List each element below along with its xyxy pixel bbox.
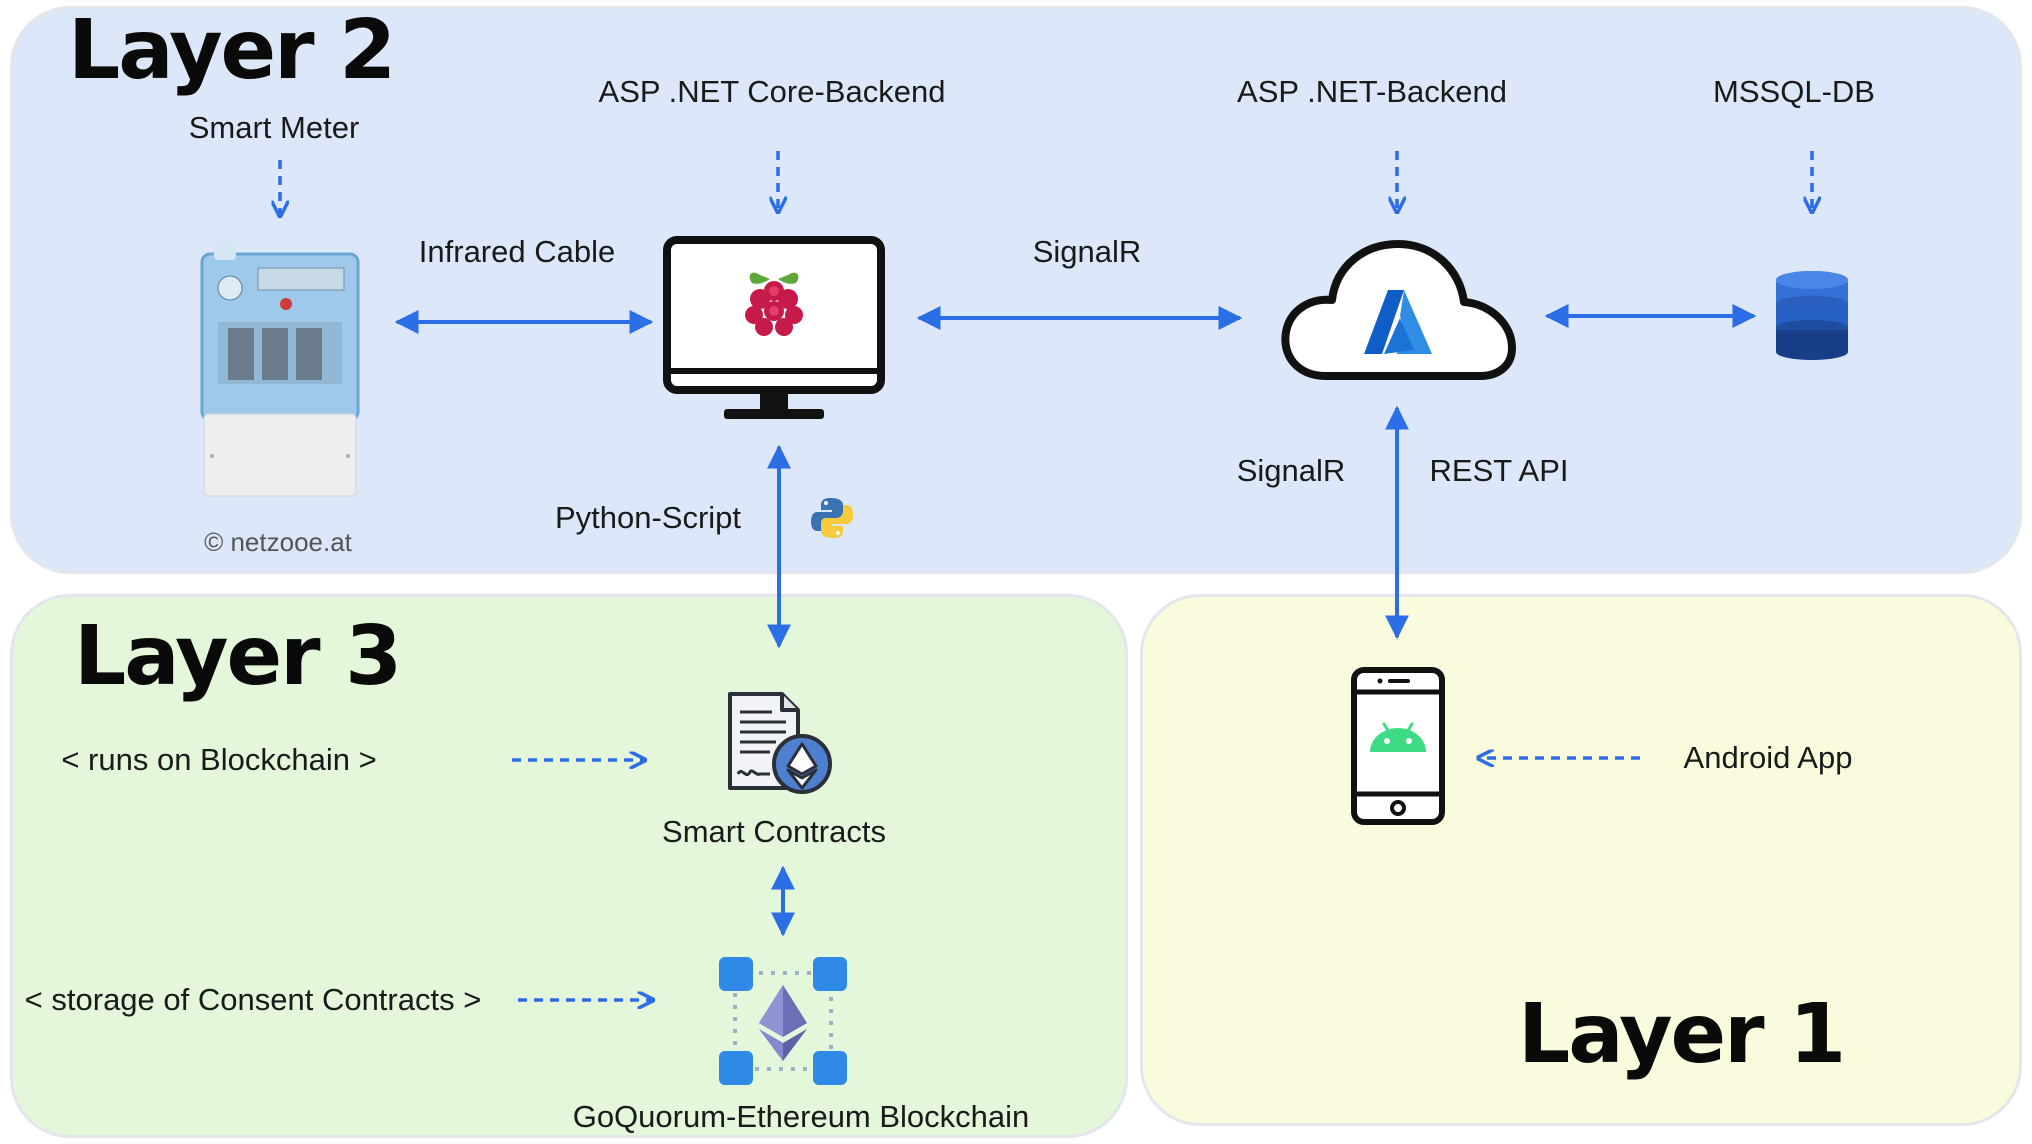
layer-2-title: Layer 2 <box>68 3 396 98</box>
smart-meter-label: Smart Meter <box>188 110 360 145</box>
layer-3-title: Layer 3 <box>74 609 402 704</box>
ethereum-blockchain-icon <box>719 957 847 1085</box>
infrared-cable-label: Infrared Cable <box>418 234 616 269</box>
goquorum-label: GoQuorum-Ethereum Blockchain <box>572 1099 1030 1134</box>
copyright-label: © netzooe.at <box>204 527 352 557</box>
layer-1-title: Layer 1 <box>1518 987 1846 1082</box>
python-script-label: Python-Script <box>554 500 742 535</box>
signalr-top-label: SignalR <box>1032 234 1142 269</box>
android-phone-icon <box>1351 667 1445 825</box>
android-app-label: Android App <box>1683 740 1853 775</box>
layer-3-panel <box>10 594 1128 1138</box>
signalr-side-label: SignalR <box>1236 453 1346 488</box>
raspberry-pi-monitor-icon <box>663 236 885 419</box>
database-icon <box>1776 271 1848 360</box>
smart-contracts-label: Smart Contracts <box>662 814 886 849</box>
smart-contract-document-icon <box>728 692 832 794</box>
storage-consent-label: < storage of Consent Contracts > <box>24 982 482 1017</box>
mssql-label: MSSQL-DB <box>1713 74 1875 109</box>
backend-core-label: ASP .NET Core-Backend <box>598 74 946 109</box>
smart-meter-icon <box>200 242 360 497</box>
layer-1-panel <box>1140 594 2022 1126</box>
azure-cloud-icon <box>1281 240 1516 380</box>
python-logo-icon <box>811 498 853 538</box>
backend-net-label: ASP .NET-Backend <box>1237 74 1507 109</box>
runs-on-blockchain-label: < runs on Blockchain > <box>61 742 377 777</box>
rest-api-label: REST API <box>1429 453 1569 488</box>
